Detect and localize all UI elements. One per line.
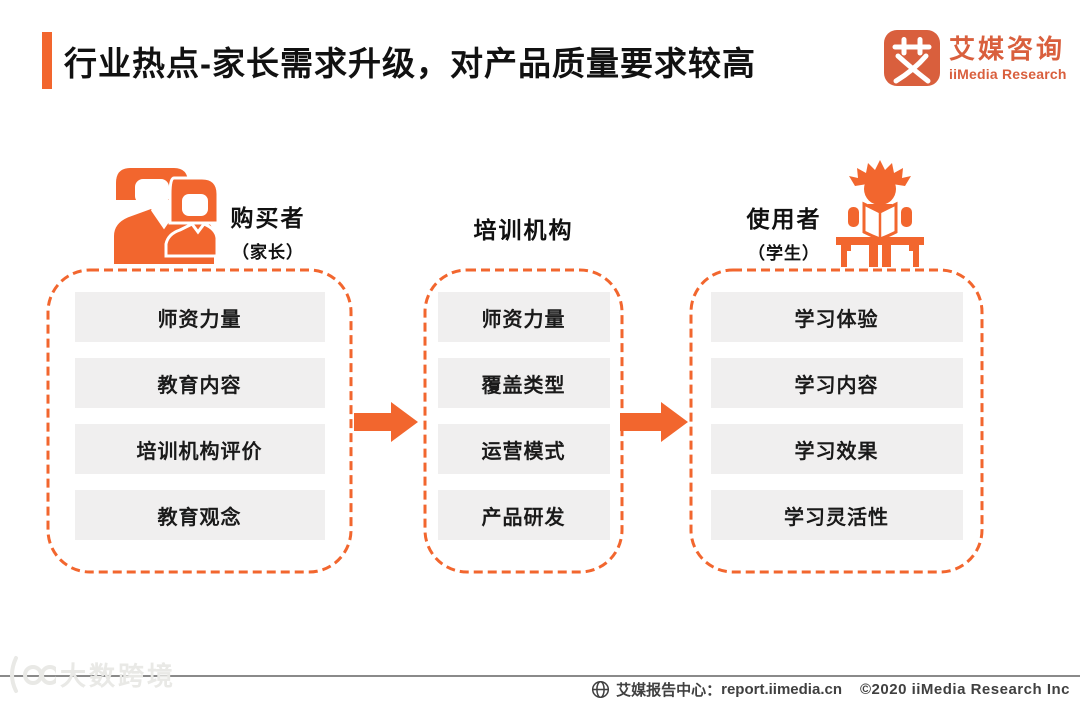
buyer-role-label: 购买者 （家长）: [220, 205, 316, 263]
page-title: 行业热点-家长需求升级，对产品质量要求较高: [64, 44, 756, 82]
institution-items: 师资力量 覆盖类型 运营模式 产品研发: [423, 268, 624, 540]
buyer-items: 师资力量 教育内容 培训机构评价 教育观念: [46, 268, 353, 540]
user-panel-border: [689, 268, 984, 574]
arrow-right-icon: [354, 402, 418, 442]
list-item: 培训机构评价: [74, 424, 325, 474]
watermark: 大数跨境: [6, 652, 176, 696]
footer-divider: [0, 675, 1080, 677]
user-panel: 学习体验 学习内容 学习效果 学习灵活性: [689, 268, 984, 574]
iimedia-logo-text: 艾媒咨询 iiMedia Research: [949, 30, 1067, 82]
buyer-panel: 师资力量 教育内容 培训机构评价 教育观念: [46, 268, 353, 574]
report-url[interactable]: report.iimedia.cn: [721, 681, 842, 698]
parents-icon: [114, 168, 218, 264]
footer-info: 艾媒报告中心： report.iimedia.cn ©2020 iiMedia …: [591, 679, 1070, 700]
buyer-role-subtitle: （家长）: [232, 242, 304, 262]
institution-panel: 师资力量 覆盖类型 运营模式 产品研发: [423, 268, 624, 574]
logo-name-cn: 艾媒咨询: [949, 34, 1066, 64]
copyright-text: ©2020 iiMedia Research Inc: [860, 681, 1070, 698]
list-item: 覆盖类型: [437, 358, 610, 408]
user-role-title: 使用者: [746, 206, 822, 232]
student-icon: [836, 160, 924, 267]
logo-name-en: iiMedia Research: [949, 65, 1067, 82]
institution-role-label: 培训机构: [423, 217, 624, 245]
list-item: 产品研发: [437, 490, 610, 540]
list-item: 教育观念: [74, 490, 325, 540]
list-item: 学习体验: [710, 292, 963, 342]
list-item: 学习灵活性: [710, 490, 963, 540]
buyer-panel-border: [46, 268, 353, 574]
arrow-right-icon: [620, 402, 688, 442]
watermark-logo-icon: [10, 656, 56, 693]
iimedia-logo-icon: [884, 30, 940, 86]
user-role-subtitle: （学生）: [748, 243, 820, 263]
globe-icon: [592, 680, 610, 699]
list-item: 教育内容: [74, 358, 325, 408]
list-item: 学习内容: [710, 358, 963, 408]
list-item: 师资力量: [437, 292, 610, 342]
list-item: 学习效果: [710, 424, 963, 474]
report-center-label: 艾媒报告中心：: [616, 682, 722, 699]
watermark-text: 大数跨境: [60, 660, 177, 691]
user-items: 学习体验 学习内容 学习效果 学习灵活性: [689, 268, 984, 540]
user-role-label: 使用者 （学生）: [736, 206, 832, 264]
buyer-role-title: 购买者: [230, 205, 306, 231]
institution-role-title: 培训机构: [473, 217, 574, 243]
title-accent-bar: [42, 32, 52, 89]
iimedia-logo: 艾媒咨询 iiMedia Research: [884, 30, 1067, 86]
list-item: 师资力量: [74, 292, 325, 342]
list-item: 运营模式: [437, 424, 610, 474]
